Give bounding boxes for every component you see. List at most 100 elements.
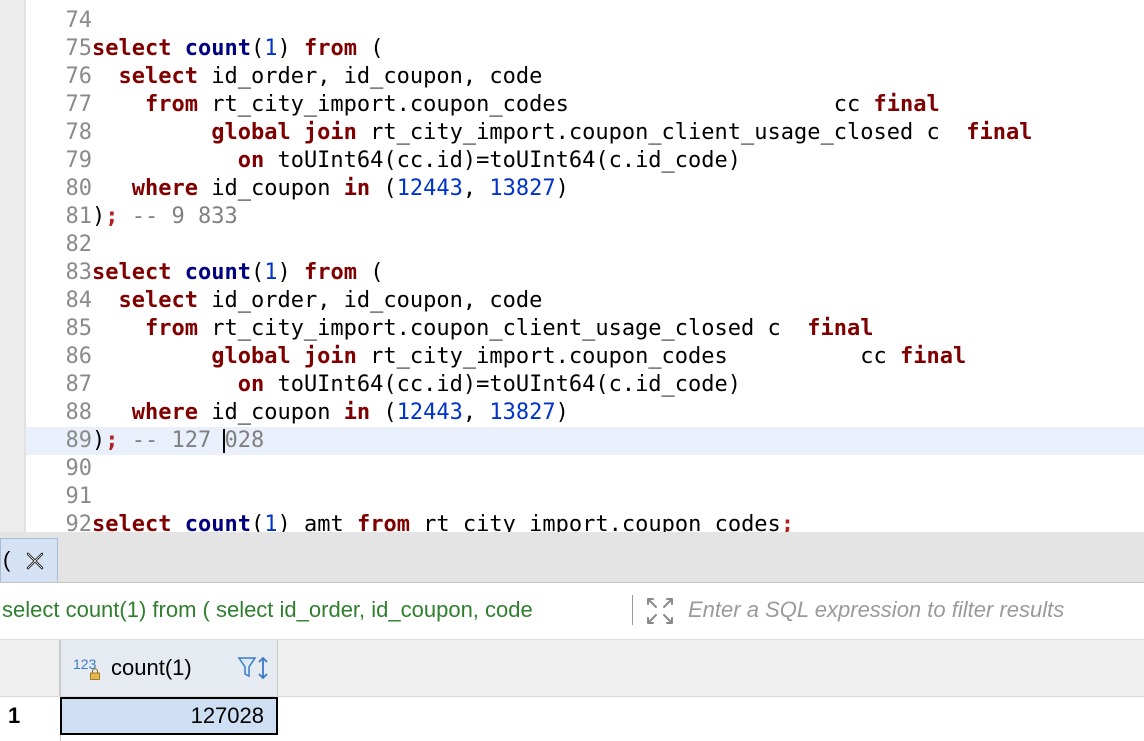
code-text: select count(1) amt from rt_city_import.… (92, 511, 794, 532)
code-line[interactable]: 79 on toUInt64(cc.id)=toUInt64(c.id_code… (26, 147, 1144, 175)
code-token (92, 64, 119, 89)
column-header-count[interactable]: 123 count(1) (60, 640, 278, 696)
code-line[interactable]: 80 where id_coupon in (12443, 13827) (26, 175, 1144, 203)
code-line[interactable]: 91 (26, 483, 1144, 511)
code-text: global join rt_city_import.coupon_client… (92, 119, 1032, 147)
code-text: where id_coupon in (12443, 13827) (92, 399, 569, 427)
code-token (171, 260, 184, 285)
code-line[interactable]: 74 (26, 7, 1144, 35)
code-token: id_order, id_coupon, code (197, 288, 543, 313)
function-token: count (184, 512, 251, 532)
code-text: on toUInt64(cc.id)=toUInt64(c.id_code) (92, 147, 741, 175)
code-line[interactable]: 77 from rt_city_import.coupon_codes cc f… (26, 91, 1144, 119)
selected-cell[interactable]: 127028 (60, 697, 278, 735)
code-token (92, 344, 211, 369)
keyword-token: final (899, 344, 967, 369)
code-token: ) (277, 260, 304, 285)
code-token (92, 288, 119, 313)
code-token: toUInt64(cc.id)=toUInt64(c.id_code) (264, 148, 742, 173)
keyword-token: from (356, 512, 410, 532)
code-line[interactable]: 89); -- 127 028 (26, 427, 1144, 455)
line-number: 82 (65, 232, 93, 257)
line-number: 91 (65, 484, 93, 509)
keyword-token: select (118, 288, 198, 313)
code-token: toUInt64(cc.id)=toUInt64(c.id_code) (264, 372, 742, 397)
code-line[interactable]: 84 select id_order, id_coupon, code (26, 287, 1144, 315)
grid-header-row: 123 count(1) (0, 640, 1144, 696)
punctuation-token: ; (105, 428, 119, 453)
result-tab[interactable]: ( (0, 538, 58, 582)
keyword-token: global join (211, 344, 357, 369)
line-number: 87 (65, 372, 93, 397)
row-number: 1 (8, 703, 21, 728)
line-number: 84 (65, 288, 93, 313)
keyword-token: on (237, 148, 265, 173)
code-token: ( (370, 176, 397, 201)
keyword-token: select (92, 512, 172, 532)
keyword-token: from (144, 316, 198, 341)
keyword-token: in (343, 176, 371, 201)
code-text: where id_coupon in (12443, 13827) (92, 175, 569, 203)
code-token: , (462, 176, 490, 201)
code-line[interactable]: 87 on toUInt64(cc.id)=toUInt64(c.id_code… (26, 371, 1144, 399)
close-icon[interactable] (23, 549, 47, 573)
line-number: 78 (65, 120, 93, 145)
line-number: 77 (65, 92, 93, 117)
code-line[interactable]: 86 global join rt_city_import.coupon_cod… (26, 343, 1144, 371)
keyword-token: from (144, 92, 198, 117)
code-line[interactable]: 85 from rt_city_import.coupon_client_usa… (26, 315, 1144, 343)
comment-token: -- 127 (118, 428, 225, 453)
code-token (92, 372, 238, 397)
code-token (92, 400, 132, 425)
filter-sort-icon[interactable] (237, 654, 273, 682)
code-text: select count(1) from ( (92, 35, 383, 63)
code-token (171, 512, 184, 532)
line-number: 80 (65, 176, 93, 201)
result-tab-label: ( (3, 547, 11, 572)
code-token: rt_city_import.coupon_codes cc (356, 344, 900, 369)
filter-input[interactable] (688, 589, 1144, 631)
results-tab-bar: ( (0, 532, 1144, 583)
code-line[interactable]: 90 (26, 455, 1144, 483)
line-number: 92 (65, 512, 93, 532)
line-number: 86 (65, 344, 93, 369)
comment-token: 028 (224, 428, 265, 453)
code-line[interactable]: 88 where id_coupon in (12443, 13827) (26, 399, 1144, 427)
line-number: 79 (65, 148, 93, 173)
results-grid: 123 count(1) 1 127028 (0, 640, 1144, 741)
code-token: , (462, 400, 490, 425)
code-token: id_coupon (197, 176, 344, 201)
number-token: 13827 (489, 400, 556, 425)
code-line[interactable]: 76 select id_order, id_coupon, code (26, 63, 1144, 91)
code-token (92, 176, 132, 201)
code-token: ( (250, 512, 265, 532)
code-line[interactable]: 82 (26, 231, 1144, 259)
punctuation-token: ; (780, 512, 795, 532)
keyword-token: where (131, 176, 198, 201)
number-token: 1 (264, 512, 278, 532)
code-token (171, 36, 184, 61)
code-line[interactable]: 78 global join rt_city_import.coupon_cli… (26, 119, 1144, 147)
code-token: ( (356, 260, 384, 285)
code-token: rt_city_import.coupon_codes cc (197, 92, 874, 117)
code-token: ( (370, 400, 397, 425)
function-token: count (184, 260, 251, 285)
keyword-token: in (343, 400, 371, 425)
number-token: 12443 (396, 400, 463, 425)
table-row[interactable]: 1 127028 (0, 696, 1144, 741)
number-token: 13827 (489, 176, 556, 201)
code-line[interactable]: 81); -- 9 833 (26, 203, 1144, 231)
code-token: rt_city_import.coupon_codes (409, 512, 781, 532)
code-text: select id_order, id_coupon, code (92, 63, 543, 91)
row-number-header (0, 640, 60, 696)
code-token: id_coupon (197, 400, 344, 425)
column-name: count(1) (111, 655, 192, 680)
code-token: rt_city_import.coupon_client_usage_close… (356, 120, 967, 145)
code-token (92, 148, 238, 173)
expand-icon[interactable] (644, 595, 676, 627)
punctuation-token: ; (105, 204, 119, 229)
